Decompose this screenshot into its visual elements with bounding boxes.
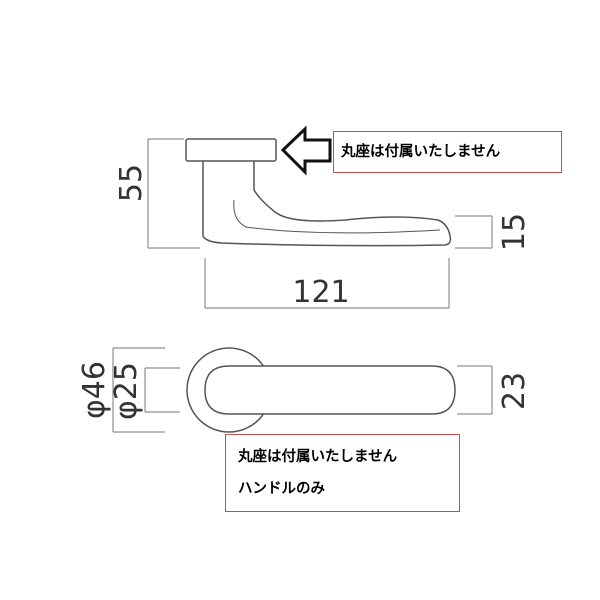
rose-diameter-label: φ46 [77, 361, 112, 419]
height-dimension-line [147, 138, 200, 249]
rose-dimension-line [112, 347, 165, 433]
spindle-diameter-label: φ25 [109, 362, 144, 420]
rose-plate [185, 138, 277, 162]
height-dimension-label: 55 [114, 164, 149, 202]
plan-view-note-line-2: ハンドルのみ [238, 481, 325, 497]
length-dimension-line [204, 258, 450, 309]
arrow-left-icon [280, 125, 332, 176]
lever-grip-plan [204, 365, 456, 415]
side-view [147, 138, 493, 309]
thickness-dimension-line [455, 215, 493, 249]
grip-width-dimension-line [457, 365, 493, 415]
plan-view-note-line-1: 丸座は付属いたしません [238, 449, 398, 465]
plan-view-note: 丸座は付属いたしません ハンドルのみ [225, 434, 460, 512]
side-view-note: 丸座は付属いたしません [333, 131, 562, 173]
thickness-dimension-label: 15 [497, 213, 532, 251]
plan-view [112, 347, 493, 433]
lever-body-side [202, 161, 452, 247]
lever-highlight [233, 199, 441, 234]
grip-width-label: 23 [497, 372, 532, 410]
length-dimension-label: 121 [292, 275, 349, 310]
spindle-dimension-line [144, 367, 180, 413]
